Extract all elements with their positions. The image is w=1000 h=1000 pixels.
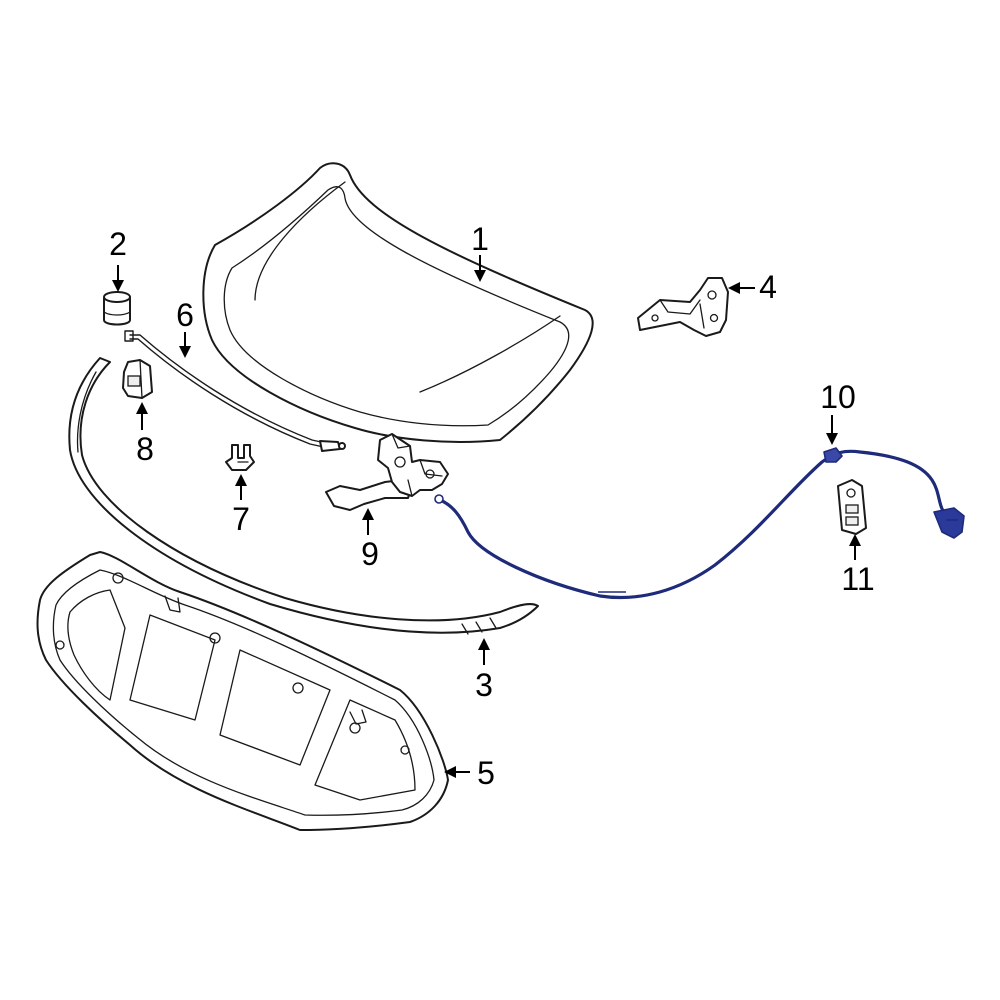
retainer-clip[interactable]: [225, 444, 255, 471]
callout-2: 2: [109, 226, 127, 262]
bumper-stop[interactable]: [103, 291, 131, 326]
callout-4: 4: [759, 269, 777, 305]
callout-1: 1: [471, 221, 489, 257]
hood-latch[interactable]: [325, 433, 449, 511]
rod-holder-clip[interactable]: [122, 359, 153, 399]
cable-clip[interactable]: [837, 479, 867, 535]
callout-3: 3: [475, 667, 493, 703]
callout-8: 8: [136, 431, 154, 467]
hood-panel[interactable]: [202, 162, 594, 443]
callout-6: 6: [176, 297, 194, 333]
insulator-pad[interactable]: [36, 551, 449, 831]
callout-10: 10: [820, 379, 856, 415]
callout-11: 11: [841, 561, 874, 597]
release-cable[interactable]: [434, 447, 965, 600]
callout-9: 9: [361, 536, 379, 572]
hinge[interactable]: [637, 277, 729, 337]
support-rod[interactable]: [124, 330, 346, 452]
callout-7: 7: [232, 501, 250, 537]
callout-5: 5: [477, 755, 495, 791]
leader-arrows: [112, 255, 861, 778]
weatherstrip-seal[interactable]: [68, 357, 539, 635]
